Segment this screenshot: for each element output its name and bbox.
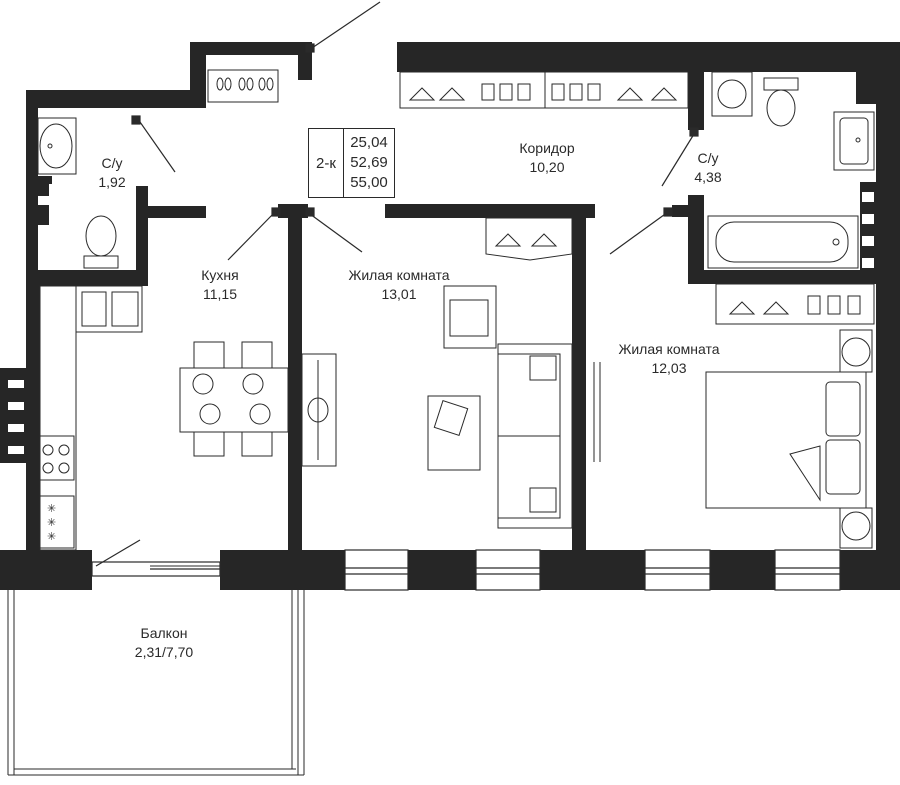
bathroom-right-area: 4,38 xyxy=(694,169,722,185)
corridor-area: 10,20 xyxy=(529,159,565,175)
living-room-1-area: 13,01 xyxy=(381,286,417,302)
balcony-name: Балкон xyxy=(140,625,188,641)
svg-text:✳: ✳ xyxy=(47,502,56,515)
svg-text:✳: ✳ xyxy=(47,530,56,543)
wall-notches xyxy=(8,192,874,454)
furniture: ✳ ✳ ✳ xyxy=(37,69,875,551)
label-bathroom-right: С/у 4,38 xyxy=(678,149,738,187)
living-room-2-name: Жилая комната xyxy=(618,341,720,357)
area-total: 52,69 xyxy=(350,154,388,171)
toilet-left-icon xyxy=(83,215,119,269)
corridor-name: Коридор xyxy=(519,140,575,156)
shoe-rack-icon xyxy=(207,69,279,103)
washing-machine-icon xyxy=(711,71,753,117)
label-living-room-1: Жилая комната 13,01 xyxy=(334,266,464,304)
doors xyxy=(95,1,699,567)
bathroom-left-name: С/у xyxy=(101,155,123,171)
living-room-1-name: Жилая комната xyxy=(348,267,450,283)
apartment-summary-box: 2-к 25,04 52,69 55,00 xyxy=(308,128,395,198)
dining-table-icon xyxy=(179,341,289,457)
windows xyxy=(91,549,841,591)
area-living: 25,04 xyxy=(350,134,388,151)
tv-unit-room2-icon xyxy=(593,362,601,462)
apartment-type: 2-к xyxy=(309,129,344,197)
sofa-icon xyxy=(497,343,573,529)
wardrobe-room2-icon xyxy=(715,283,875,325)
walls xyxy=(0,42,900,590)
balcony-area: 2,31/7,70 xyxy=(134,644,194,660)
label-balcony: Балкон 2,31/7,70 xyxy=(114,624,214,662)
armchair-icon xyxy=(443,285,497,349)
apartment-areas: 25,04 52,69 55,00 xyxy=(344,133,394,193)
sink-right-icon xyxy=(833,111,875,171)
kitchen-counter-icon: ✳ ✳ ✳ xyxy=(39,285,143,551)
sink-left-icon xyxy=(37,117,77,175)
tv-unit-room1-icon xyxy=(301,353,337,467)
coffee-table-icon xyxy=(427,395,481,471)
bathtub-icon xyxy=(707,215,859,269)
balcony-outline xyxy=(7,590,305,776)
toilet-right-icon xyxy=(763,77,799,127)
label-kitchen: Кухня 11,15 xyxy=(180,266,260,304)
label-bathroom-left: С/у 1,92 xyxy=(82,154,142,192)
kitchen-name: Кухня xyxy=(201,267,239,283)
living-room-2-area: 12,03 xyxy=(651,360,687,376)
wardrobe-room1-icon xyxy=(485,217,573,261)
bed-icon xyxy=(705,329,873,549)
svg-text:✳: ✳ xyxy=(47,516,56,529)
area-with-balcony: 55,00 xyxy=(350,174,388,191)
label-corridor: Коридор 10,20 xyxy=(502,139,592,177)
bathroom-left-area: 1,92 xyxy=(98,174,126,190)
label-living-room-2: Жилая комната 12,03 xyxy=(604,340,734,378)
bathroom-right-name: С/у xyxy=(697,150,719,166)
wardrobe-corridor-icon xyxy=(399,71,689,109)
kitchen-area: 11,15 xyxy=(203,286,237,302)
